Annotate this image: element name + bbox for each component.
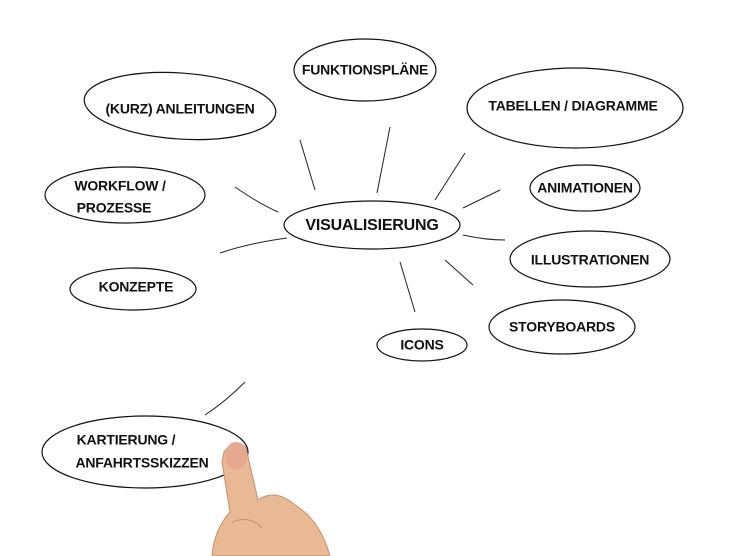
node-label: FUNKTIONSPLÄNE: [302, 62, 428, 78]
connector-lines: [204, 126, 506, 416]
node-konzepte[interactable]: KONZEPTE: [69, 267, 197, 311]
node-label: (KURZ) ANLEITUNGEN: [105, 101, 254, 117]
connector-line: [399, 261, 416, 313]
connector-line: [462, 234, 506, 241]
node-label: TABELLEN / DIAGRAMME: [488, 98, 657, 114]
node-workflow[interactable]: WORKFLOW / PROZESSE: [44, 166, 206, 224]
node-icons[interactable]: ICONS: [376, 328, 468, 362]
connector-line: [299, 139, 316, 191]
fingernail: [225, 442, 247, 470]
node-anleitungen[interactable]: (KURZ) ANLEITUNGEN: [82, 66, 278, 145]
connector-line: [234, 186, 279, 213]
node-kartierung[interactable]: KARTIERUNG / ANFAHRTSSKIZZEN: [41, 415, 249, 489]
node-tabellen[interactable]: TABELLEN / DIAGRAMME: [466, 67, 684, 149]
node-label: KONZEPTE: [99, 279, 174, 295]
node-animationen[interactable]: ANIMATIONEN: [529, 164, 641, 212]
node-label: ICONS: [400, 337, 443, 353]
connector-line: [434, 152, 466, 201]
pointing-hand-image: [211, 442, 331, 556]
node-visualisierung[interactable]: VISUALISIERUNG: [283, 200, 461, 250]
node-storyboards[interactable]: STORYBOARDS: [488, 299, 636, 355]
node-label: KARTIERUNG /: [77, 432, 176, 448]
node-funktionsplaene[interactable]: FUNKTIONSPLÄNE: [293, 38, 437, 102]
node-label: ILLUSTRATIONEN: [531, 252, 649, 268]
node-label: ANIMATIONEN: [537, 180, 633, 196]
node-label: WORKFLOW /: [74, 178, 166, 194]
connector-line: [219, 237, 288, 254]
connector-line: [462, 189, 501, 209]
connector-line: [376, 126, 391, 194]
node-illustrationen[interactable]: ILLUSTRATIONEN: [509, 230, 671, 288]
node-label: PROZESSE: [77, 200, 152, 216]
node-label: ANFAHRTSSKIZZEN: [75, 455, 208, 471]
connector-line: [204, 381, 246, 416]
node-label: STORYBOARDS: [509, 319, 615, 335]
connector-line: [444, 259, 474, 286]
node-label: VISUALISIERUNG: [305, 217, 438, 234]
